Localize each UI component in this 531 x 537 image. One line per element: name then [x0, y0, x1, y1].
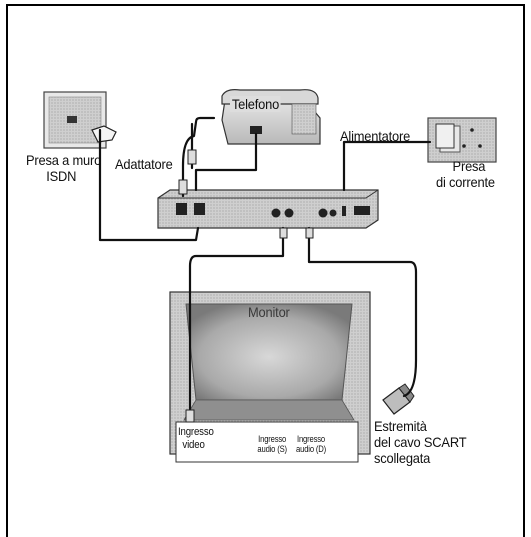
- cables: [98, 116, 432, 422]
- label-audio-s-line1: Ingresso: [258, 434, 287, 444]
- central-unit-icon: [157, 189, 379, 229]
- label-scart-line1: Estremità: [374, 418, 427, 434]
- power-socket-icon: [427, 117, 497, 163]
- label-alimentatore: Alimentatore: [340, 128, 411, 144]
- label-presa-muro-line1: Presa a muro: [26, 152, 102, 168]
- label-audio-d-line1: Ingresso: [297, 434, 325, 444]
- video-cable: [188, 226, 285, 422]
- isdn-wall-socket-icon: [43, 91, 117, 149]
- label-adattatore: Adattatore: [115, 156, 173, 172]
- label-monitor: Monitor: [248, 304, 290, 320]
- label-presa-muro-isdn: Presa a muro ISDN: [26, 152, 102, 185]
- label-presa-line1: Presa: [452, 158, 486, 174]
- label-presa-di-corrente: Presa di corrente: [436, 158, 495, 190]
- isdn-cable: [98, 128, 200, 242]
- label-audio-s-line2: audio (S): [257, 444, 287, 455]
- label-scart-line2: del cavo SCART: [374, 434, 467, 451]
- adapter-cable: [181, 116, 216, 198]
- label-ingresso-video-line1: Ingresso: [178, 426, 214, 438]
- label-scart-line3: scollegata: [374, 450, 431, 467]
- label-ingresso-video: Ingresso video: [178, 426, 214, 451]
- scart-plug-icon: [382, 383, 415, 415]
- label-telefono: Telefono: [230, 96, 281, 113]
- label-ingresso-audio-d: Ingresso audio (D): [294, 434, 328, 455]
- label-ingresso-audio-s: Ingresso audio (S): [256, 434, 288, 455]
- monitor-icon: [169, 291, 371, 463]
- scart-cable: [307, 226, 418, 398]
- label-audio-d-line2: audio (D): [296, 444, 326, 455]
- label-ingresso-video-line2: video: [182, 438, 205, 451]
- adapter-plugs: [178, 149, 314, 423]
- label-estremita-scart: Estremità del cavo SCART scollegata: [374, 418, 467, 467]
- label-presa-line2: di corrente: [436, 174, 495, 191]
- power-cable: [342, 140, 432, 192]
- phone-cable: [194, 132, 258, 192]
- label-presa-muro-line2: ISDN: [46, 168, 77, 185]
